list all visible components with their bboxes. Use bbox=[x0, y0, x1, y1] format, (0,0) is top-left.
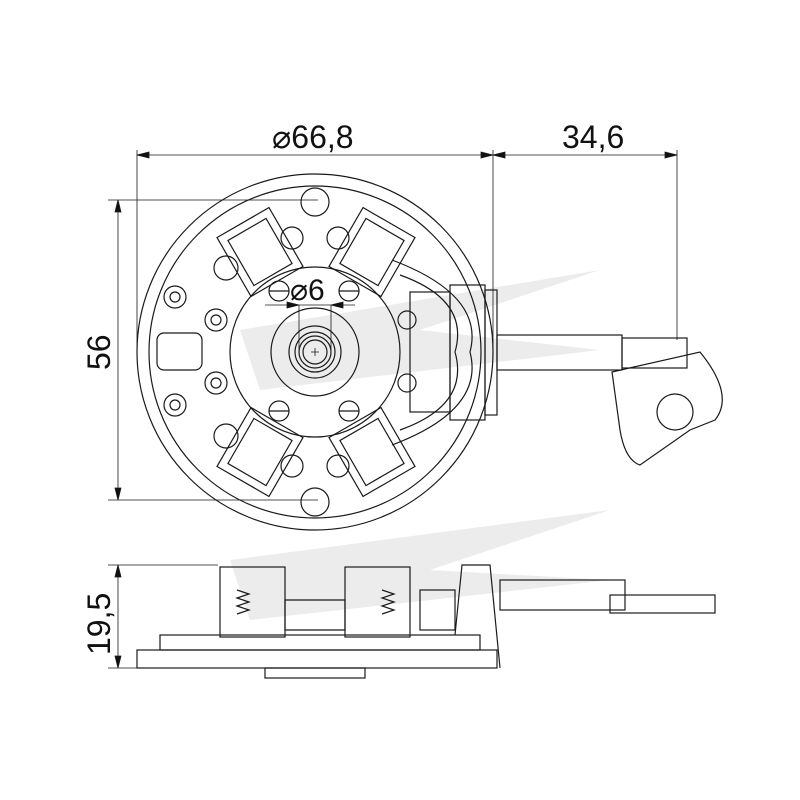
outer-diameter-label: ⌀66,8 bbox=[272, 119, 354, 155]
side-view bbox=[136, 564, 716, 679]
shaft-diameter-label: ⌀6 bbox=[290, 274, 325, 307]
watermark bbox=[230, 270, 610, 620]
top-view bbox=[136, 173, 723, 531]
terminal bbox=[391, 259, 723, 466]
depth-label: 19,5 bbox=[81, 593, 117, 655]
dimension-lines bbox=[108, 150, 678, 669]
height-label: 56 bbox=[81, 334, 117, 370]
terminal-length-label: 34,6 bbox=[562, 119, 624, 155]
